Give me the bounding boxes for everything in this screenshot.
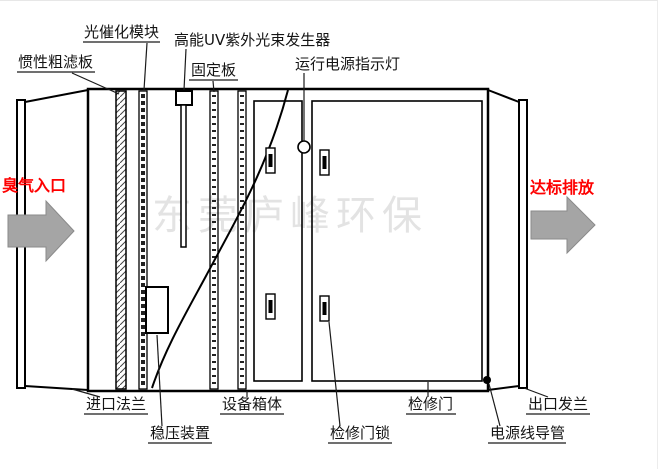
callout-inlet-flange: 进口法兰	[71, 388, 148, 415]
inlet-duct-bottom-line	[24, 385, 89, 391]
photocatalytic-strip-outline	[138, 90, 148, 390]
photocatalytic-module-plate	[138, 90, 148, 390]
label-cabinet: 设备箱体	[222, 395, 282, 413]
label-discharge: 达标排放	[530, 178, 595, 197]
catalyst-screen-2-outline	[237, 90, 247, 390]
door-lock-handle	[319, 149, 330, 176]
inertial-filter-strip	[115, 90, 127, 390]
label-outlet-flange: 出口发兰	[528, 395, 588, 413]
label-fixing-plate: 固定板	[191, 61, 236, 79]
catalyst-screen-2	[237, 90, 247, 390]
leader-line	[328, 321, 341, 427]
access-door-right	[311, 100, 483, 382]
outlet-duct	[487, 89, 528, 391]
leader-line	[488, 383, 501, 427]
stabilizer-box	[145, 286, 169, 334]
label-inertial-filter: 惯性粗滤板	[18, 53, 93, 71]
callout-fixing-plate: 固定板	[189, 61, 238, 93]
callout-inertial-filter: 惯性粗滤板	[17, 53, 120, 95]
callout-photocatalytic-module: 光催化模块	[83, 23, 160, 91]
label-door-lock: 检修门锁	[330, 424, 390, 442]
label-inlet-flange: 进口法兰	[86, 395, 146, 413]
label-access-door: 检修门	[408, 395, 453, 413]
cabinet-body	[86, 87, 490, 393]
inlet-flow-arrow-icon	[7, 199, 75, 263]
power-conduit-dot	[483, 376, 491, 384]
outlet-duct-bottom-line	[487, 385, 520, 391]
watermark-text: 东莞庐峰环保	[152, 193, 428, 239]
inertial-filter-plate	[115, 90, 127, 390]
leader-line	[523, 387, 549, 398]
access-door-left	[253, 100, 303, 382]
access-door-right-panel	[311, 100, 483, 382]
outlet-flange-shape	[518, 99, 528, 389]
door-lock-handle	[265, 147, 276, 174]
leader-line	[212, 80, 215, 93]
callout-cabinet: 设备箱体	[220, 391, 284, 415]
outlet-flow-arrow-icon	[530, 195, 596, 255]
label-stabilizer: 稳压装置	[150, 424, 210, 442]
access-door-left-panel	[253, 100, 303, 382]
label-power-indicator: 运行电源指示灯	[295, 55, 400, 73]
label-uv-generator: 高能UV紫外光束发生器	[174, 31, 330, 49]
callout-uv-generator: 高能UV紫外光束发生器	[174, 31, 330, 91]
label-power-conduit: 电源线导管	[490, 424, 565, 442]
leader-line	[71, 388, 101, 398]
leader-line	[143, 42, 148, 91]
outlet-duct-top-line	[487, 89, 520, 103]
leader-line	[71, 72, 120, 95]
door-lock-handle	[265, 293, 276, 320]
callout-stabilizer: 稳压装置	[148, 334, 212, 444]
callout-power-conduit: 电源线导管	[488, 383, 566, 444]
callout-access-door: 检修门	[406, 382, 456, 415]
callout-power-indicator: 运行电源指示灯	[295, 55, 400, 141]
label-photocatalytic-module: 光催化模块	[84, 23, 159, 41]
callout-door-lock: 检修门锁	[328, 321, 392, 444]
inlet-duct-top-line	[24, 89, 89, 103]
label-gas-inlet: 臭气入口	[2, 176, 66, 195]
uv-lamp-mount	[175, 90, 193, 106]
uv-lamp	[175, 90, 193, 248]
uv-lamp-tube	[180, 104, 187, 248]
leader-line	[183, 48, 187, 91]
power-indicator-light	[297, 140, 311, 154]
door-lock-handle	[319, 295, 330, 322]
leader-line	[156, 334, 163, 427]
callout-outlet-flange: 出口发兰	[523, 387, 590, 415]
